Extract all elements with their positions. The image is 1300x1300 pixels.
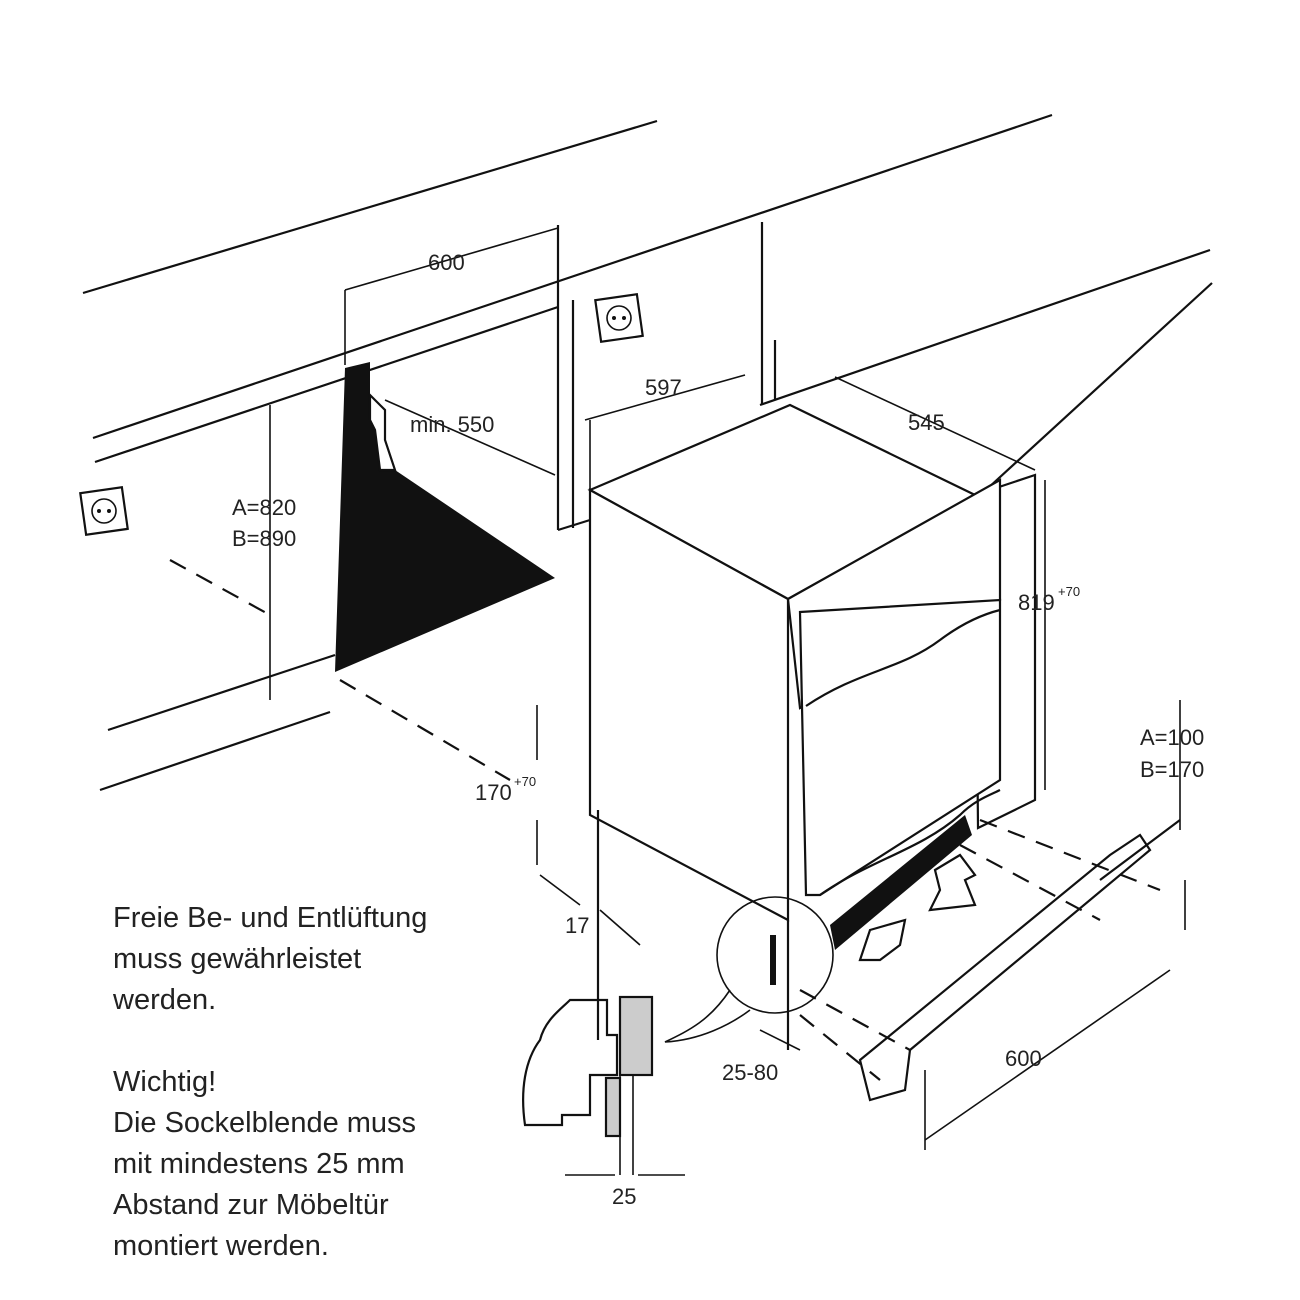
worktop-lines	[82, 113, 1213, 792]
note-line: Die Sockelblende muss	[113, 1107, 417, 1139]
note-line: montiert werden.	[113, 1230, 329, 1262]
note-line: Freie Be- und Entlüftung	[113, 902, 428, 934]
plinth-height-tolerance: +70	[514, 774, 536, 789]
niche-width-label: 600	[428, 250, 465, 275]
note-line: Abstand zur Möbeltür	[113, 1189, 389, 1221]
power-socket-icon	[594, 293, 644, 343]
appliance-depth-label: 545	[908, 410, 945, 435]
niche-height-a-label: A=820	[232, 495, 296, 520]
note-line: werden.	[113, 984, 217, 1016]
air-inlet-arrow-icon	[858, 918, 907, 962]
plinth-detail-section	[522, 995, 685, 1176]
fridge-appliance	[587, 403, 1037, 1050]
min-depth-label: min. 550	[410, 412, 494, 437]
plinth-height-label: 170	[475, 780, 512, 805]
detail-callout	[716, 896, 834, 1014]
niche-height-b-label: B=890	[232, 526, 296, 551]
plinth-width-label: 600	[1005, 1046, 1042, 1071]
cavity-step	[368, 392, 397, 472]
dimension-lines	[269, 227, 1186, 1150]
plinth-panel	[858, 819, 1181, 1102]
plinth-a-label: A=100	[1140, 725, 1204, 750]
appliance-width-label: 597	[645, 375, 682, 400]
ventilation-note: Freie Be- und Entlüftung muss gewährleis…	[113, 898, 427, 1021]
air-outlet-arrow-icon	[928, 853, 977, 912]
power-socket-icon	[79, 486, 129, 536]
cabinet-cavity	[335, 362, 555, 672]
dashed-guides	[169, 559, 1161, 1081]
note-heading: Wichtig!	[113, 1066, 217, 1098]
door-gap-label: 25-80	[722, 1060, 778, 1085]
plinth-b-label: B=170	[1140, 757, 1204, 782]
side-offset-label: 17	[565, 913, 589, 938]
important-note: Wichtig! Die Sockelblende muss mit minde…	[113, 1062, 416, 1267]
note-line: muss gewährleistet	[113, 943, 362, 975]
min-distance-label: 25	[612, 1184, 636, 1209]
appliance-height-tolerance: +70	[1058, 584, 1080, 599]
note-line: mit mindestens 25 mm	[113, 1148, 405, 1180]
appliance-height-label: 819	[1018, 590, 1055, 615]
